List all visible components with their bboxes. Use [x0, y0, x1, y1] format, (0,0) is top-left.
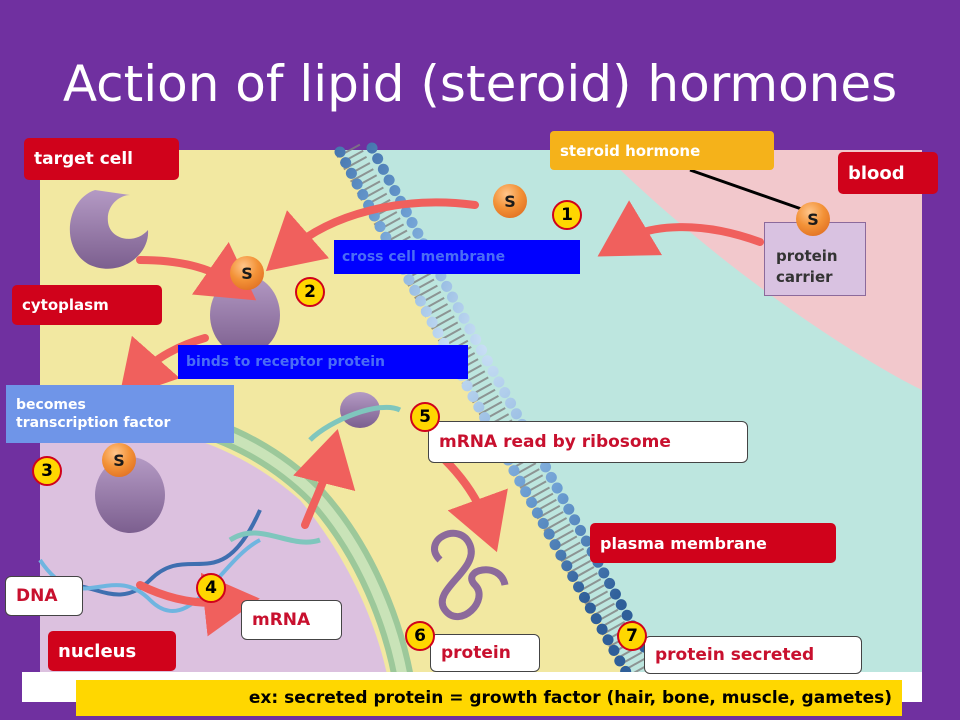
protein-label: protein [430, 634, 540, 672]
process-arrows [118, 198, 764, 637]
step-1-badge: 1 [552, 200, 582, 230]
steroid-hormone-icon-2: S [230, 256, 264, 290]
plasma-membrane-label: plasma membrane [590, 523, 836, 563]
steroid-hormone-icon-3: S [102, 443, 136, 477]
step-7-badge: 7 [617, 621, 647, 651]
step-5-badge: 5 [410, 402, 440, 432]
nucleus-label: nucleus [48, 631, 176, 671]
dna-label: DNA [5, 576, 83, 616]
step-2-badge: 2 [295, 277, 325, 307]
target-cell-label: target cell [24, 138, 179, 180]
steroid-hormone-icon-1: S [493, 184, 527, 218]
step-3-badge: 3 [32, 456, 62, 486]
slide-title: Action of lipid (steroid) hormones [62, 55, 898, 113]
plasma-membrane [334, 142, 674, 697]
receptor-protein-icon [69, 190, 149, 269]
binds-to-receptor-label: binds to receptor protein [178, 345, 468, 379]
pointer-line [689, 168, 811, 214]
blood-region [600, 150, 922, 390]
steroid-hormone-icon-blood: S [796, 202, 830, 236]
steroid-hormone-label: steroid hormone [550, 131, 774, 170]
blood-label: blood [838, 152, 938, 194]
example-footnote: ex: secreted protein = growth factor (ha… [76, 680, 902, 716]
becomes-transcription-factor-label: becomes transcription factor [6, 385, 234, 443]
mrna-strand-icon [228, 530, 321, 545]
mrna-read-by-ribosome-label: mRNA read by ribosome [428, 421, 748, 463]
protein-secreted-label: protein secreted [644, 636, 862, 674]
step-6-badge: 6 [405, 621, 435, 651]
mrna-label: mRNA [241, 600, 342, 640]
cross-cell-membrane-label: cross cell membrane [334, 240, 580, 274]
protein-carrier-label: protein carrier [776, 247, 838, 286]
cytoplasm-label: cytoplasm [12, 285, 162, 325]
step-4-badge: 4 [196, 573, 226, 603]
